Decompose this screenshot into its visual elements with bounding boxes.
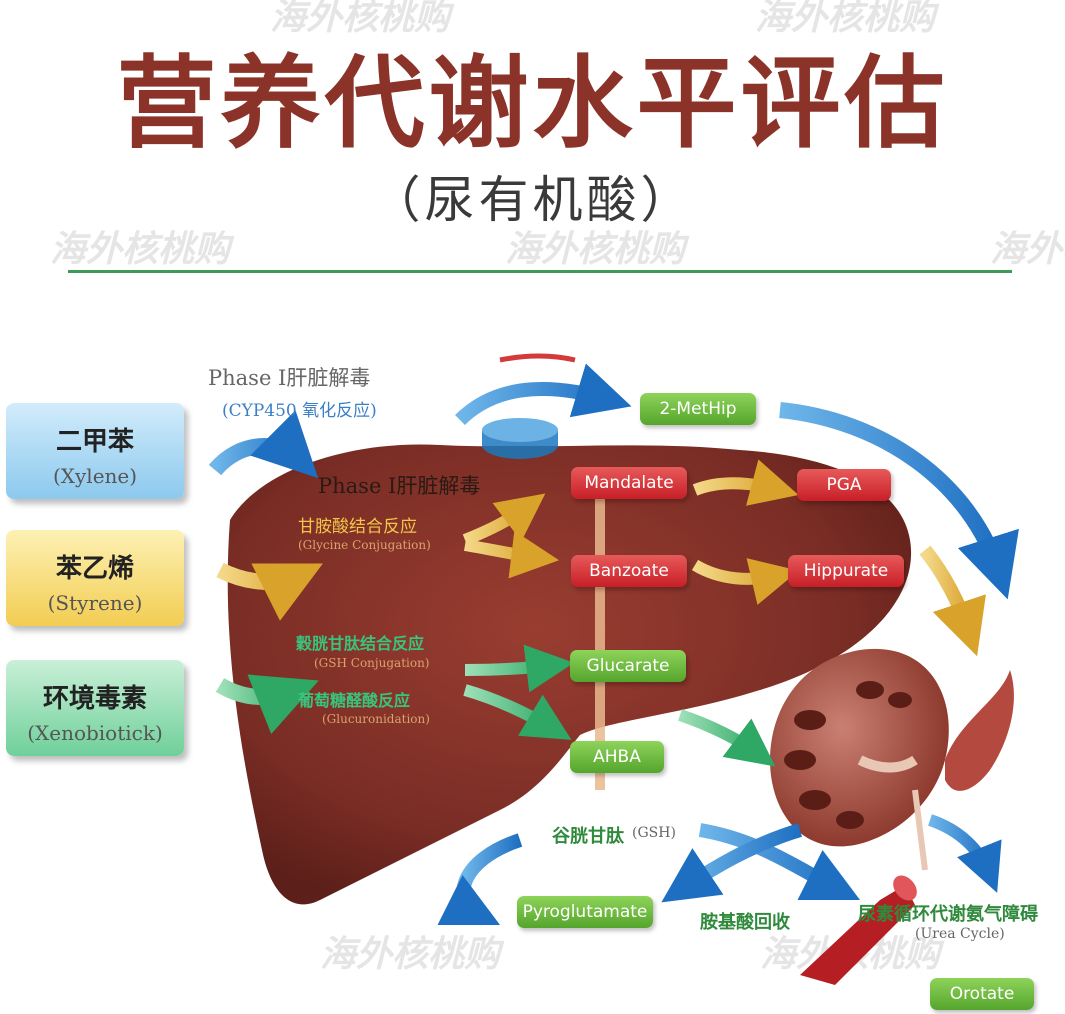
ureter (912, 789, 928, 871)
urea-cycle-sublabel: (Urea Cycle) (915, 926, 1005, 942)
glucuronidation-label: 葡萄糖醛酸反应 (298, 691, 411, 710)
amino-recovery-label: 胺基酸回收 (700, 912, 790, 933)
marker-hippurate: Hippurate (788, 555, 904, 587)
page-subtitle: （尿有机酸） (370, 171, 695, 229)
arrow-banzoate-hippurate (691, 558, 799, 605)
glucuronidation-sublabel: (Glucuronidation) (322, 712, 430, 726)
intestine-illustration (945, 670, 1014, 791)
watermark-text: 海外核桃购 (270, 0, 451, 38)
input-label-en: (Xylene) (52, 464, 138, 488)
marker-pga: PGA (797, 469, 891, 501)
arrow-glycine-right (464, 530, 560, 579)
arrow-to-kidney-green (678, 709, 776, 767)
input-label-en: (Xenobiotick) (27, 721, 163, 745)
marker-ahba: AHBA (570, 741, 664, 773)
kidney-pelvis (857, 755, 918, 773)
phase1-sublabel: (CYP450 氧化反应) (222, 401, 377, 421)
urea-cycle-label: 尿素循环代谢氨气障碍 (858, 904, 1038, 925)
arrow-to-kidney-yellow (919, 545, 986, 657)
gsh-reaction-label: 穀胱甘肽结合反应 (296, 634, 425, 653)
marker-glucarate: Glucarate (570, 650, 686, 682)
arrow-gsh-cycle-left (437, 833, 523, 926)
kidney-pyramids (784, 681, 912, 829)
gsh-reaction-sublabel: (GSH Conjugation) (314, 656, 430, 670)
phase1-label: Phase Ⅰ肝脏解毒 (208, 366, 371, 390)
arrow-to-glucarate (464, 644, 575, 693)
input-box-styrene: 苯乙烯 (Styrene) (6, 530, 184, 626)
marker-banzoate: Banzoate (571, 555, 687, 587)
input-label-zh: 苯乙烯 (55, 554, 134, 584)
title-divider (68, 270, 1012, 273)
gsh-cycle-sublabel: (GSH) (632, 825, 676, 841)
glycine-reaction-label: 甘胺酸结合反应 (298, 517, 417, 537)
arrow-xylene-in (208, 410, 319, 479)
input-label-en: (Styrene) (47, 591, 143, 615)
watermark-text: 海外核桃购 (50, 229, 231, 270)
arrow-styrene-in (216, 562, 323, 621)
gsh-cycle-label: 谷胱甘肽 (552, 826, 624, 847)
marker-mandalate: Mandalate (571, 467, 687, 499)
arrow-to-ahba (463, 684, 572, 740)
input-box-xylene: 二甲苯 (Xylene) (6, 403, 184, 499)
top-red-arc (499, 353, 576, 363)
watermark-text: 海外核桃购 (990, 229, 1065, 270)
input-box-xenobiotic: 环境毒素 (Xenobiotick) (6, 660, 184, 756)
watermark-text: 海外核桃购 (320, 934, 501, 975)
marker-orotate: Orotate (930, 978, 1034, 1010)
arrow-mandalate-pga (692, 459, 799, 506)
watermark-text: 海外核桃购 (505, 229, 686, 270)
input-label-zh: 二甲苯 (55, 427, 134, 457)
arrow-toxin-in (215, 674, 319, 734)
arrow-glycine-up (462, 493, 546, 546)
page-title: 营养代谢水平评估 (116, 45, 949, 162)
marker-2-methip: 2-MetHip (640, 393, 756, 425)
arrow-urea-to-pyro (661, 823, 803, 903)
arrow-gsh-to-urea (698, 823, 861, 901)
input-label-zh: 环境毒素 (42, 684, 147, 714)
vessel-rim (482, 418, 558, 442)
blood-vessel (800, 885, 915, 985)
arrow-methip-to-kidney (779, 402, 1019, 600)
arrow-kidney-out (927, 814, 1002, 893)
marker-pyroglutamate: Pyroglutamate (517, 896, 653, 928)
phase2-label: Phase Ⅰ肝脏解毒 (318, 474, 481, 498)
watermark-text: 海外核桃购 (755, 0, 936, 38)
arrow-to-methip (455, 363, 632, 426)
glycine-reaction-sublabel: (Glycine Conjugation) (298, 538, 431, 552)
